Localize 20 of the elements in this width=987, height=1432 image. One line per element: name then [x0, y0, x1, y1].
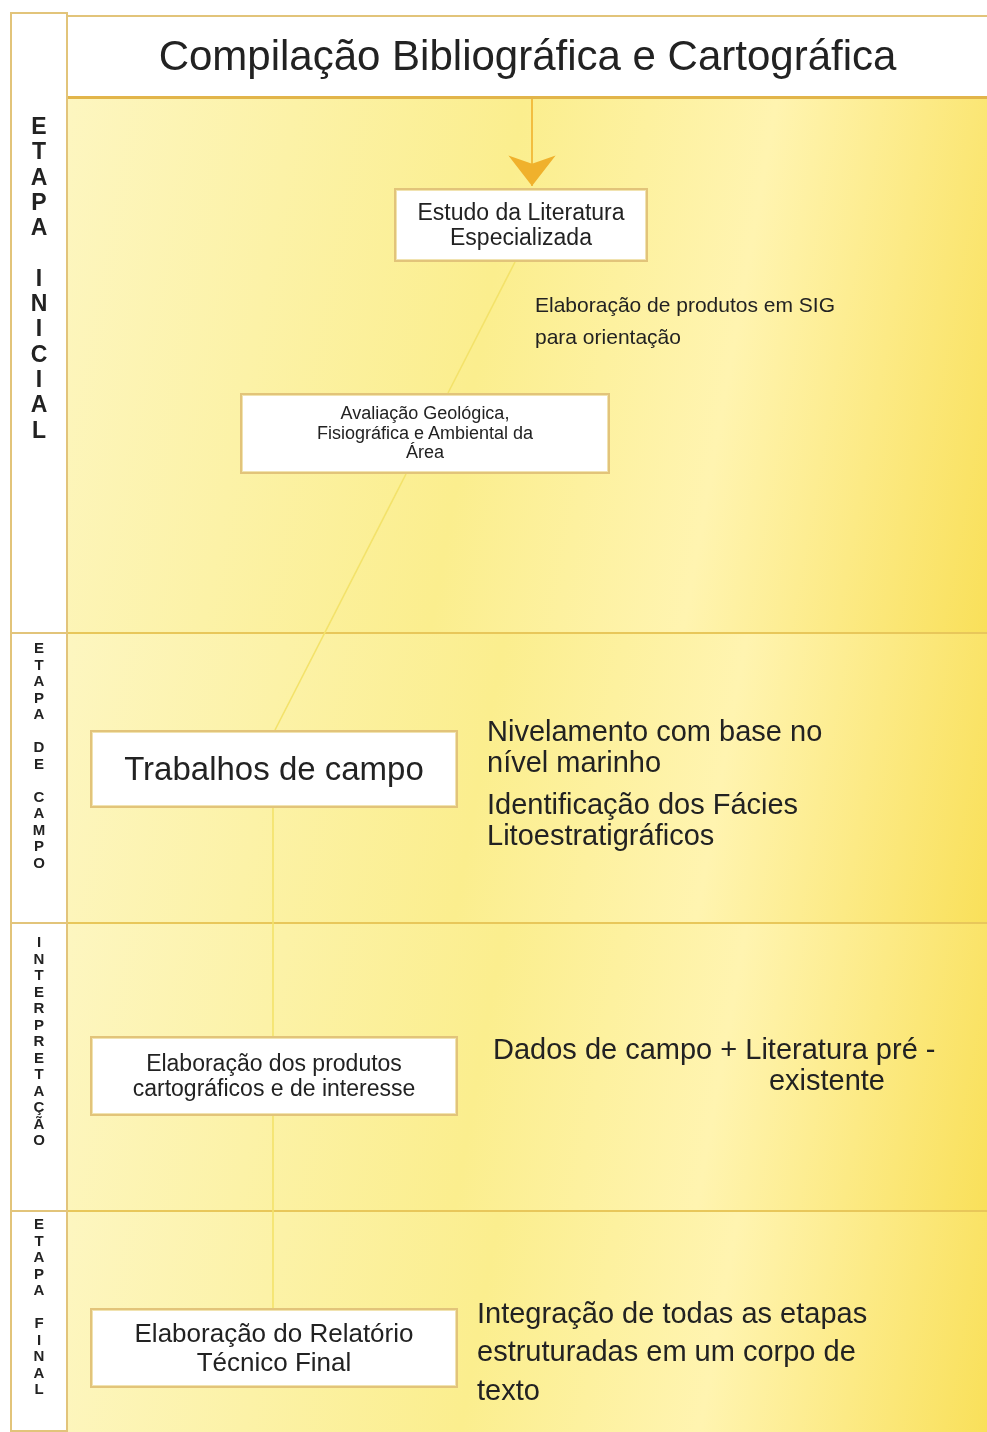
note-text: Nivelamento com base no nível marinho — [487, 716, 824, 779]
process-box: Avaliação Geológica, Fisiográfica e Ambiental da Área — [240, 393, 610, 474]
title-banner: Compilação Bibliográfica e Cartográfica — [68, 15, 987, 99]
process-box: Elaboração do Relatório Técnico Final — [90, 1308, 458, 1388]
connector-line — [272, 807, 274, 1037]
stage-column: ETAPA FINAL — [10, 1210, 68, 1432]
process-box: Elaboração dos produtos cartográficos e de interesse — [90, 1036, 458, 1116]
stage-column: ETAPA DE CAMPO — [10, 632, 68, 924]
connector-line — [508, 98, 556, 187]
note-text: Elaboração de produtos em SIG para orientação — [535, 292, 836, 350]
connector-line — [447, 261, 516, 394]
connector-line — [272, 1115, 274, 1309]
stage-column: INTERPRETAÇÃO — [10, 922, 68, 1212]
connector-line — [274, 473, 407, 731]
note-text: Identificação dos Fácies Litoestratigráficos — [487, 789, 800, 852]
note-text: Integração de todas as etapas estruturadas em um corpo de texto — [477, 1296, 869, 1408]
note-text: Dados de campo + Literatura pré - existente — [493, 1034, 937, 1097]
process-box: Trabalhos de campo — [90, 730, 458, 808]
process-box: Estudo da Literatura Especializada — [394, 188, 648, 262]
stage-column: ETAPA INICIAL — [10, 12, 68, 634]
